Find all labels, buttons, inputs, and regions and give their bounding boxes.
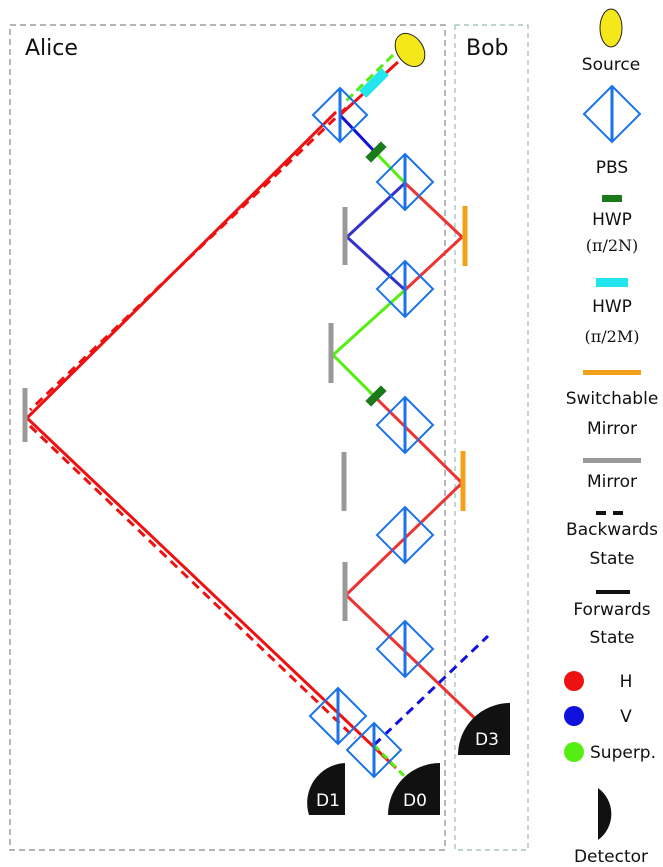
legend-switchable-line1: Switchable (566, 389, 659, 409)
pbs-5 (375, 505, 435, 565)
legend-pbs-icon (582, 84, 642, 144)
superposition-beam-d0 (372, 743, 410, 782)
legend-source-icon (599, 8, 623, 48)
legend-pbs-label: PBS (596, 158, 628, 178)
beam-paths (25, 53, 490, 782)
detector-d0: D0 (388, 763, 440, 815)
pbs-8 (345, 721, 403, 779)
h-beam-4 (344, 593, 487, 730)
legend-superp-dot (564, 742, 584, 762)
legend-switchable-mirror-icon (583, 370, 641, 375)
legend-forwards-line1: Forwards (573, 600, 650, 620)
legend-v-dot (564, 706, 584, 726)
superposition-beam-2 (331, 288, 407, 357)
detector-d1-label: D1 (316, 791, 340, 811)
superposition-beam-3 (331, 353, 377, 399)
pbs-4 (375, 395, 435, 455)
h-beam-bob-1a (403, 181, 464, 239)
legend-superp-label: Superp. (590, 743, 656, 763)
v-beam-dashed-out (372, 634, 490, 747)
pbs-2 (375, 152, 435, 212)
pbs-6 (375, 619, 435, 679)
legend-v-label: V (620, 707, 632, 727)
hwp-n-plate-2 (365, 385, 387, 407)
alice-label: Alice (25, 36, 78, 61)
legend-source-label: Source (582, 55, 640, 75)
legend-forwards-line2: State (590, 628, 635, 648)
source-emitter (394, 32, 426, 68)
superposition-beam-source (343, 53, 395, 104)
legend-hwp-n-icon (602, 195, 622, 202)
legend-switchable-line2: Mirror (587, 419, 637, 439)
legend-mirror-label: Mirror (587, 472, 637, 492)
legend-h-label: H (620, 672, 633, 692)
legend-backwards-line2: State (590, 549, 635, 569)
pbs-1 (311, 86, 369, 144)
pbs-7 (308, 686, 368, 746)
hwp-n-plate-1 (365, 141, 387, 163)
mirrors (22, 207, 348, 621)
legend: Source PBS HWP (π/2N) HWP (π/2M) Switcha… (564, 8, 659, 867)
detector-d3: D3 (458, 703, 510, 755)
legend-hwp-m-title: HWP (592, 297, 632, 317)
legend-hwp-n-title: HWP (592, 210, 632, 230)
superposition-beam-1 (373, 150, 407, 185)
legend-backwards-line1: Backwards (566, 520, 658, 540)
bob-label: Bob (466, 36, 509, 61)
legend-detector-icon (598, 788, 612, 840)
v-beam-2 (345, 181, 407, 239)
bob-panel (454, 24, 529, 851)
v-beam-3 (345, 235, 407, 292)
pbs-cubes (308, 86, 435, 779)
half-wave-plates (359, 68, 389, 407)
h-beam-backwards-to-left-mirror (28, 106, 348, 412)
hwp-m-plate (359, 68, 389, 98)
v-beam-1 (338, 113, 377, 154)
legend-mirror-icon (583, 458, 641, 463)
detector-d3-label: D3 (475, 730, 499, 750)
legend-detector-label: Detector (574, 847, 648, 867)
h-beam-backwards-from-left-mirror (28, 424, 357, 740)
h-beam-from-left-mirror (25, 416, 398, 770)
legend-hwp-m-sub: (π/2M) (585, 327, 640, 346)
legend-hwp-n-sub: (π/2N) (586, 236, 639, 255)
h-beam-bob-1b (403, 235, 464, 292)
switchable-mirrors (460, 206, 468, 511)
detector-d1: D1 (307, 763, 345, 815)
pbs-3 (375, 259, 435, 319)
legend-hwp-m-icon (596, 278, 628, 287)
detector-d0-label: D0 (403, 791, 427, 811)
legend-h-dot (564, 671, 584, 691)
